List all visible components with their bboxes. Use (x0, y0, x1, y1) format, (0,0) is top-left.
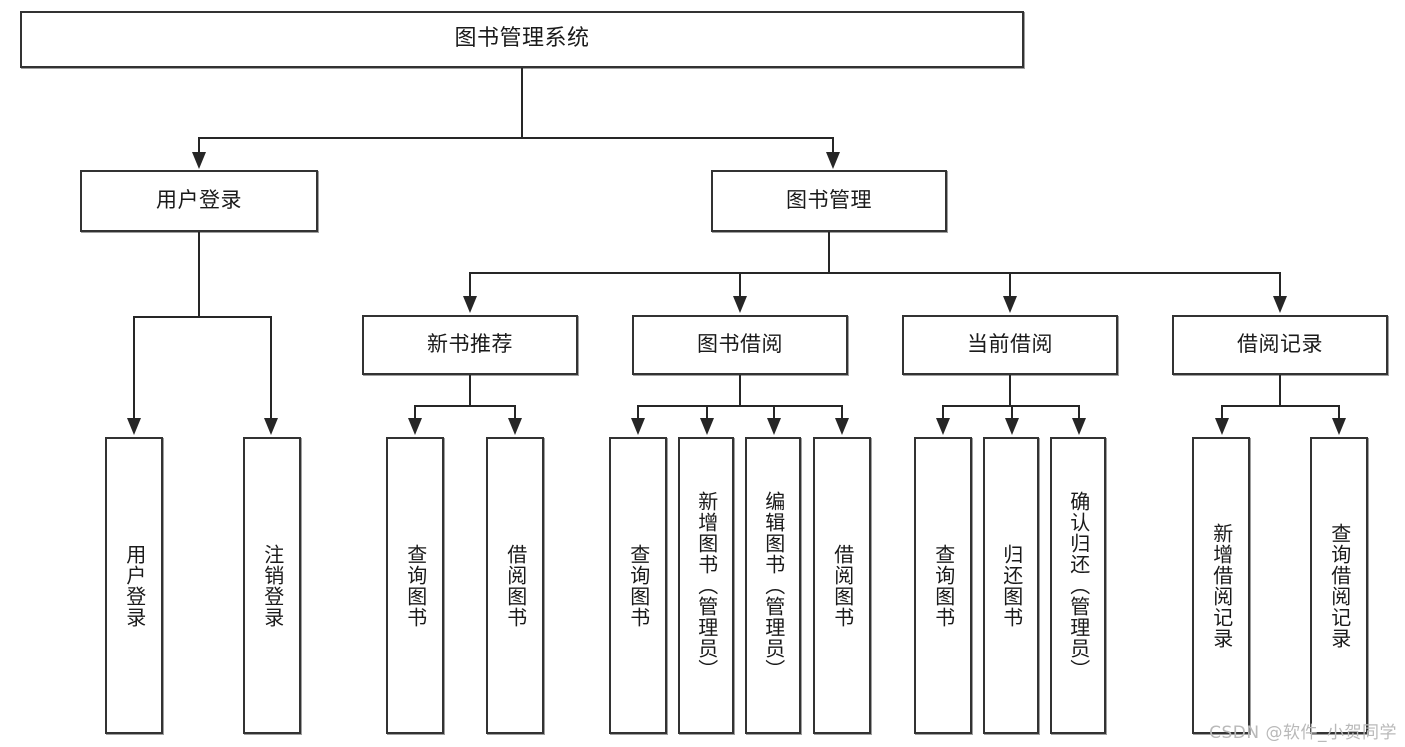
connector-drop-leaf-query-book-3 (942, 405, 944, 420)
node-new-book-recommend[interactable]: 新书推荐 (362, 315, 578, 375)
node-leaf-user-logout[interactable]: 注销登录 (243, 437, 301, 734)
node-leaf-query-book-current[interactable]: 查询图书 (914, 437, 972, 734)
node-book-management[interactable]: 图书管理 (711, 170, 947, 232)
connector-drop-leaf-edit-book (773, 405, 775, 420)
connector-drop-leaf-add-borrow-record (1221, 405, 1223, 420)
arrowhead-leaf-query-book-1 (408, 418, 422, 435)
node-label: 用户登录 (156, 188, 242, 213)
node-label: 查询图书 (931, 543, 956, 628)
connector-new-book-recommend-bus (414, 405, 515, 407)
arrowhead-leaf-return-book (1005, 418, 1019, 435)
connector-drop-leaf-query-book-2 (637, 405, 639, 420)
node-label: 新增图书（管理员） (694, 491, 719, 680)
arrowhead-new-book-recommend (463, 296, 477, 313)
connector-root-bus (198, 137, 833, 139)
connector-user-login-bus (133, 316, 270, 318)
connector-book-management-bus (469, 272, 1280, 274)
node-label: 编辑图书（管理员） (761, 491, 786, 680)
csdn-watermark: CSDN @软件_小贺同学 (1209, 723, 1397, 743)
node-leaf-borrow-book-borrow[interactable]: 借阅图书 (813, 437, 871, 734)
node-label: 借阅图书 (503, 543, 528, 628)
arrowhead-to-book-management (826, 152, 840, 169)
arrowhead-leaf-user-logout (264, 418, 278, 435)
node-root-system[interactable]: 图书管理系统 (20, 11, 1024, 68)
node-label: 图书管理 (786, 188, 872, 213)
node-leaf-add-book[interactable]: 新增图书（管理员） (678, 437, 734, 734)
node-label: 新书推荐 (427, 332, 513, 357)
node-leaf-query-borrow-record[interactable]: 查询借阅记录 (1310, 437, 1368, 734)
connector-drop-leaf-return-book (1011, 405, 1013, 420)
node-leaf-query-book-new-book[interactable]: 查询图书 (386, 437, 444, 734)
node-label: 查询图书 (403, 543, 428, 628)
arrowhead-leaf-borrow-book-2 (835, 418, 849, 435)
connector-drop-leaf-user-logout (270, 316, 272, 420)
arrowhead-leaf-add-borrow-record (1215, 418, 1229, 435)
connector-drop-book-borrow (739, 272, 741, 298)
arrowhead-leaf-query-borrow-record (1332, 418, 1346, 435)
connector-drop-leaf-borrow-book-2 (841, 405, 843, 420)
node-label: 查询借阅记录 (1327, 522, 1352, 649)
arrowhead-current-borrow (1003, 296, 1017, 313)
connector-drop-leaf-query-borrow-record (1338, 405, 1340, 420)
node-label: 图书借阅 (697, 332, 783, 357)
node-leaf-borrow-book-new-book[interactable]: 借阅图书 (486, 437, 544, 734)
node-leaf-confirm-return[interactable]: 确认归还（管理员） (1050, 437, 1106, 734)
arrowhead-leaf-borrow-book-1 (508, 418, 522, 435)
connector-current-borrow-bus (942, 405, 1079, 407)
connector-root-stem (521, 68, 523, 138)
connector-drop-leaf-confirm-return (1078, 405, 1080, 420)
node-leaf-user-login[interactable]: 用户登录 (105, 437, 163, 734)
node-label: 查询图书 (626, 543, 651, 628)
connector-current-borrow-stem (1009, 375, 1011, 406)
node-label: 注销登录 (260, 543, 285, 628)
connector-drop-leaf-user-login (133, 316, 135, 420)
node-leaf-query-book-borrow[interactable]: 查询图书 (609, 437, 667, 734)
node-current-borrow[interactable]: 当前借阅 (902, 315, 1118, 375)
node-label: 确认归还（管理员） (1066, 491, 1091, 680)
connector-new-book-recommend-stem (469, 375, 471, 406)
arrowhead-to-user-login (192, 152, 206, 169)
connector-drop-leaf-add-book (706, 405, 708, 420)
node-label: 归还图书 (999, 543, 1024, 628)
node-label: 图书管理系统 (454, 26, 590, 52)
arrowhead-book-borrow (733, 296, 747, 313)
connector-user-login-stem (198, 232, 200, 317)
connector-drop-leaf-query-book-1 (414, 405, 416, 420)
arrowhead-leaf-query-book-3 (936, 418, 950, 435)
connector-drop-borrow-record (1279, 272, 1281, 298)
arrowhead-leaf-query-book-2 (631, 418, 645, 435)
connector-drop-leaf-borrow-book-1 (514, 405, 516, 420)
node-leaf-edit-book[interactable]: 编辑图书（管理员） (745, 437, 801, 734)
node-label: 新增借阅记录 (1209, 522, 1234, 649)
node-user-login[interactable]: 用户登录 (80, 170, 318, 232)
node-leaf-return-book[interactable]: 归还图书 (983, 437, 1039, 734)
connector-borrow-record-stem (1279, 375, 1281, 406)
node-leaf-add-borrow-record[interactable]: 新增借阅记录 (1192, 437, 1250, 734)
node-label: 当前借阅 (967, 332, 1053, 357)
arrowhead-leaf-user-login (127, 418, 141, 435)
arrowhead-borrow-record (1273, 296, 1287, 313)
connector-book-borrow-stem (739, 375, 741, 406)
node-label: 借阅图书 (830, 543, 855, 628)
connector-book-borrow-bus (637, 405, 842, 407)
arrowhead-leaf-edit-book (767, 418, 781, 435)
node-borrow-record[interactable]: 借阅记录 (1172, 315, 1388, 375)
node-label: 借阅记录 (1237, 332, 1323, 357)
node-book-borrow[interactable]: 图书借阅 (632, 315, 848, 375)
connector-drop-new-book-recommend (469, 272, 471, 298)
arrowhead-leaf-add-book (700, 418, 714, 435)
connector-drop-current-borrow (1009, 272, 1011, 298)
connector-borrow-record-bus (1221, 405, 1339, 407)
connector-root-drop-book-management (832, 137, 834, 155)
arrowhead-leaf-confirm-return (1072, 418, 1086, 435)
connector-book-management-stem (828, 232, 830, 274)
connector-root-drop-user-login (198, 137, 200, 155)
node-label: 用户登录 (122, 543, 147, 628)
